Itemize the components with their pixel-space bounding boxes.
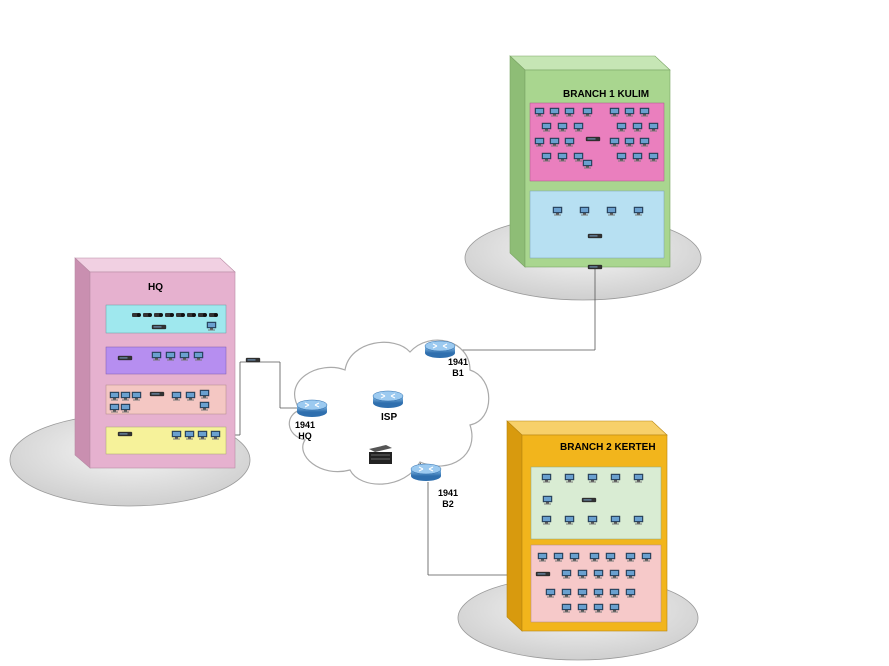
branch1-building bbox=[509, 55, 671, 268]
hq-building bbox=[74, 257, 236, 469]
branch1-title: BRANCH 1 KULIM bbox=[563, 89, 650, 100]
router-b1-label: 1941 B1 bbox=[447, 357, 469, 379]
router-isp-icon bbox=[372, 390, 404, 408]
router-b1-icon bbox=[424, 340, 456, 358]
branch1-floor-2 bbox=[529, 190, 665, 259]
hq-floor-2 bbox=[105, 346, 227, 375]
hq-core-switch-icon bbox=[245, 357, 261, 363]
branch1-uplink-switch-icon bbox=[587, 264, 603, 270]
router-b2-model: 1941 bbox=[437, 488, 459, 498]
hq-floor-4 bbox=[105, 426, 227, 455]
isp-server-icon bbox=[369, 445, 392, 464]
router-b2-label: 1941 B2 bbox=[437, 488, 459, 510]
router-hq-model: 1941 bbox=[294, 420, 316, 430]
router-hq-label: 1941 HQ bbox=[294, 420, 316, 442]
isp-label: ISP bbox=[381, 412, 398, 423]
branch2-building bbox=[506, 420, 668, 632]
router-b2-site: B2 bbox=[442, 499, 454, 509]
router-b1-model: 1941 bbox=[447, 357, 469, 367]
isp-cloud bbox=[288, 339, 490, 485]
router-hq-icon bbox=[296, 399, 328, 417]
router-hq-site: HQ bbox=[298, 431, 312, 441]
hq-title: HQ bbox=[148, 282, 163, 293]
branch2-title: BRANCH 2 KERTEH bbox=[560, 442, 656, 453]
router-b1-site: B1 bbox=[452, 368, 464, 378]
router-b2-icon bbox=[410, 463, 442, 481]
